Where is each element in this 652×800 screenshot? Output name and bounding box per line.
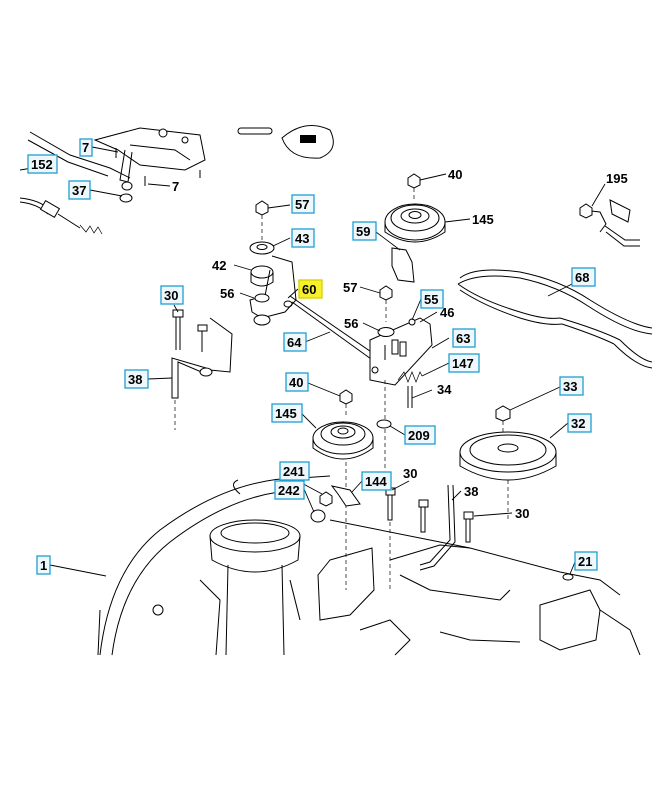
shift-mechanism-drawing [19, 125, 334, 235]
mower-deck-drawing [97, 475, 641, 656]
callout-42[interactable]: 42 [212, 258, 226, 273]
callout-60-highlighted[interactable]: 60 [298, 279, 323, 299]
svg-text:32: 32 [571, 416, 585, 431]
svg-text:38: 38 [128, 372, 142, 387]
callout-241[interactable]: 241 [279, 461, 310, 481]
callout-46[interactable]: 46 [440, 305, 454, 320]
callout-57-top[interactable]: 57 [291, 194, 315, 214]
idler-pulley-top-drawing [384, 173, 446, 243]
svg-text:43: 43 [295, 231, 309, 246]
callout-30-right[interactable]: 30 [515, 506, 529, 521]
svg-text:30: 30 [164, 288, 178, 303]
callout-56-left[interactable]: 56 [220, 286, 234, 301]
svg-text:59: 59 [356, 224, 370, 239]
callout-63[interactable]: 63 [452, 328, 476, 348]
callout-152[interactable]: 152 [27, 154, 58, 174]
callout-33[interactable]: 33 [559, 376, 584, 396]
callout-64[interactable]: 64 [283, 332, 307, 352]
hardware-241-242-144-drawing [310, 485, 361, 523]
svg-text:1: 1 [40, 558, 47, 573]
center-bolts-rod-drawing [385, 484, 474, 590]
svg-text:242: 242 [278, 483, 300, 498]
svg-text:144: 144 [365, 474, 387, 489]
drive-pulley-right-drawing [459, 405, 557, 520]
callout-40-top[interactable]: 40 [448, 167, 462, 182]
svg-text:55: 55 [424, 292, 438, 307]
callout-145-top[interactable]: 145 [472, 212, 494, 227]
callout-195[interactable]: 195 [606, 171, 628, 186]
callout-32[interactable]: 32 [567, 413, 592, 433]
callout-30-center[interactable]: 30 [403, 466, 417, 481]
callout-1[interactable]: 1 [36, 555, 51, 575]
svg-text:241: 241 [283, 464, 305, 479]
svg-text:60: 60 [302, 282, 316, 297]
callout-7-bottom[interactable]: 7 [172, 179, 179, 194]
svg-text:63: 63 [456, 331, 470, 346]
idler-arm-left-drawing [249, 200, 387, 369]
callout-38-left[interactable]: 38 [124, 369, 149, 389]
svg-text:33: 33 [563, 379, 577, 394]
svg-text:209: 209 [408, 428, 430, 443]
idler-bracket-right-drawing [369, 247, 433, 470]
callout-145-lower[interactable]: 145 [271, 403, 303, 423]
svg-text:68: 68 [575, 270, 589, 285]
hardware-195-drawing [579, 199, 640, 247]
callout-30-left[interactable]: 30 [160, 285, 184, 305]
leader-lines [19, 146, 606, 577]
svg-text:21: 21 [578, 554, 592, 569]
svg-text:57: 57 [295, 197, 309, 212]
svg-text:37: 37 [72, 183, 86, 198]
callout-43[interactable]: 43 [291, 228, 315, 248]
part-artwork [19, 125, 652, 656]
left-rod-bolts-drawing [171, 309, 233, 430]
svg-text:7: 7 [82, 140, 89, 155]
svg-text:147: 147 [452, 356, 474, 371]
callout-59[interactable]: 59 [352, 221, 377, 241]
callout-37[interactable]: 37 [68, 180, 91, 200]
idler-pulley-lower-drawing [312, 389, 392, 590]
callout-40-lower[interactable]: 40 [285, 372, 309, 392]
svg-text:152: 152 [31, 157, 53, 172]
callout-21[interactable]: 21 [574, 551, 598, 571]
callout-147[interactable]: 147 [448, 353, 480, 373]
drive-belt-drawing [457, 269, 652, 369]
callout-7-top[interactable]: 7 [79, 138, 93, 157]
callout-38-right[interactable]: 38 [464, 484, 478, 499]
callout-144[interactable]: 144 [361, 471, 392, 491]
callout-56-right[interactable]: 56 [344, 316, 358, 331]
callout-57-right[interactable]: 57 [343, 280, 357, 295]
svg-text:64: 64 [287, 335, 302, 350]
callout-68[interactable]: 68 [571, 267, 596, 287]
callout-labels: 7 152 37 7 40 195 57 145 59 43 42 60 68 … [27, 138, 628, 575]
callout-55[interactable]: 55 [420, 289, 444, 309]
svg-text:40: 40 [289, 375, 303, 390]
callout-209[interactable]: 209 [404, 425, 436, 445]
callout-242[interactable]: 242 [274, 480, 305, 500]
callout-34[interactable]: 34 [437, 382, 452, 397]
svg-text:145: 145 [275, 406, 297, 421]
